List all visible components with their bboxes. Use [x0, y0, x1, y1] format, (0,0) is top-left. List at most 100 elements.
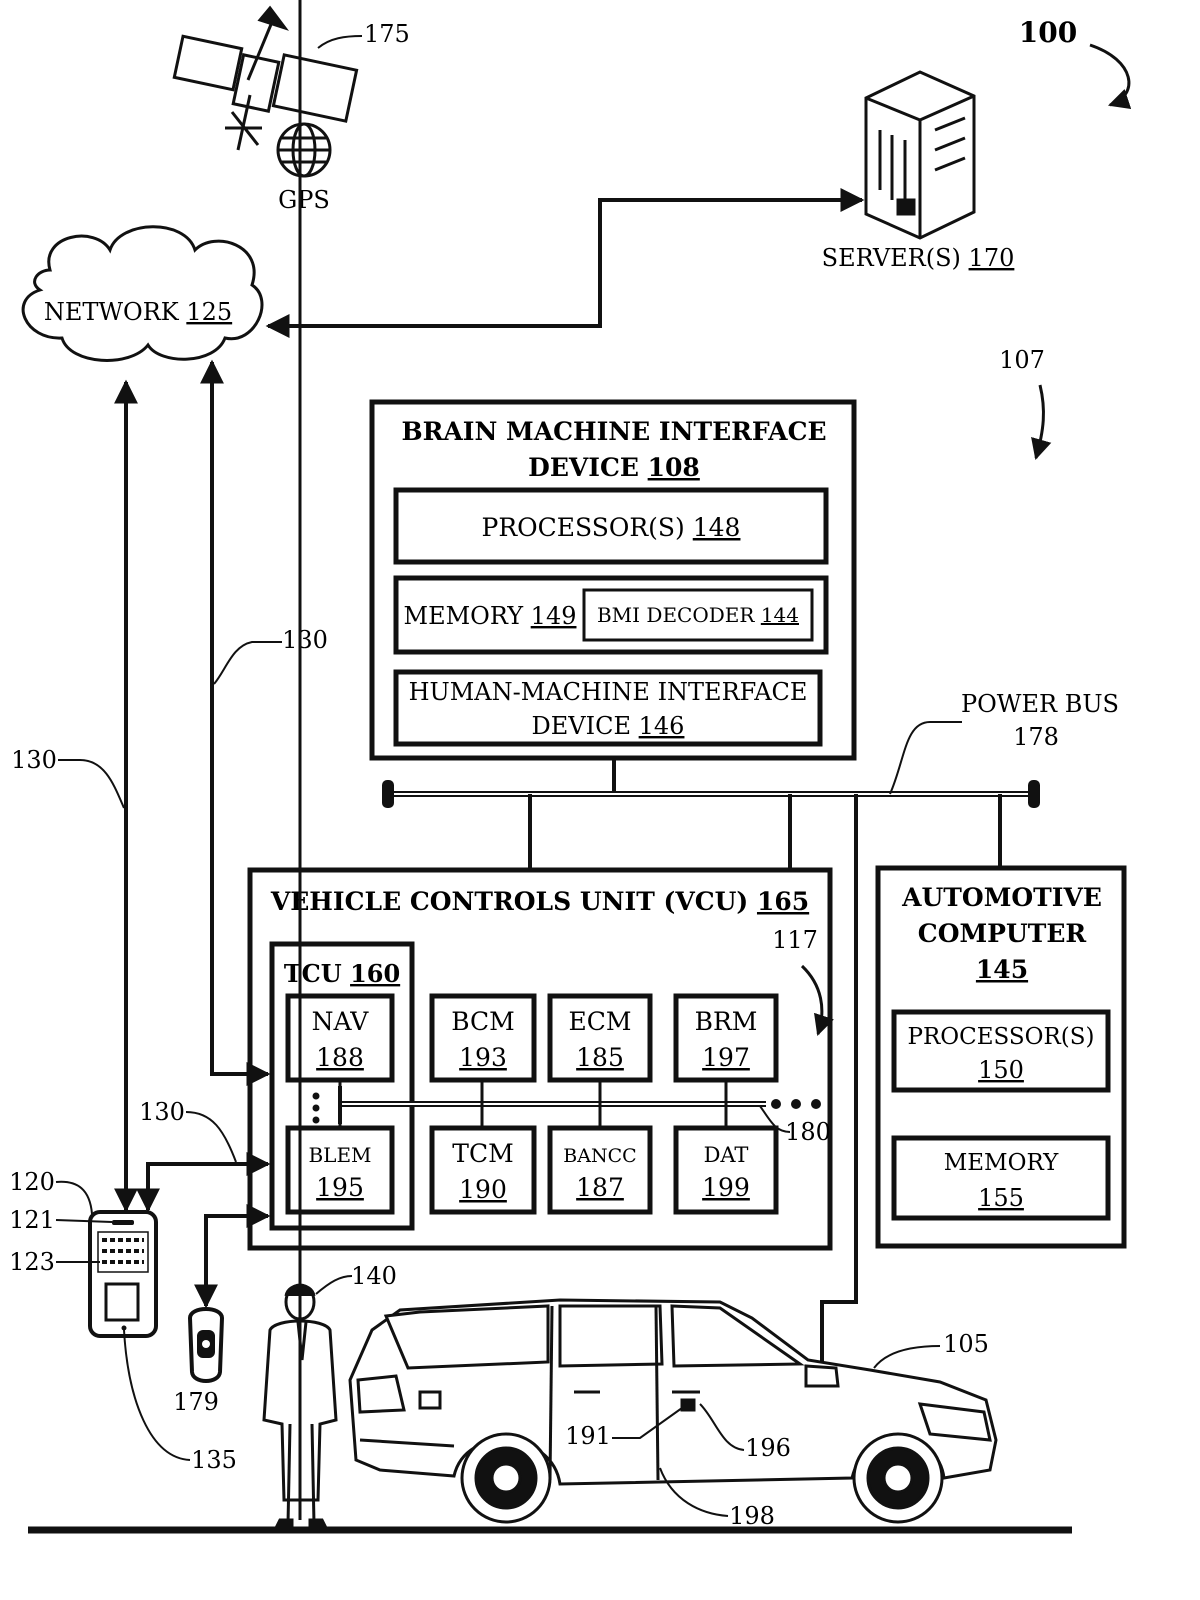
module-blem: BLEM 195 — [288, 1128, 392, 1212]
power-bus-label: POWER BUS — [961, 690, 1119, 718]
bmi-decoder-ref: 144 — [761, 603, 799, 627]
bmi-memory-ref: 149 — [531, 602, 577, 630]
ref-123: 123 — [9, 1248, 55, 1276]
server-icon — [866, 72, 974, 238]
network-cloud — [23, 227, 262, 361]
auto-memory-text: MEMORY — [944, 1150, 1059, 1176]
bmi-decoder-label: BMI DECODER 144 — [597, 603, 799, 627]
ref-120: 120 — [9, 1168, 55, 1196]
leader-140 — [316, 1276, 352, 1294]
ref-130-b: 130 — [11, 746, 57, 774]
module-tcm: TCM 190 — [432, 1128, 534, 1212]
bmi-processor-ref: 148 — [693, 513, 741, 542]
leader-130-b — [58, 760, 124, 808]
bus-dot — [791, 1099, 801, 1109]
module-ref: 193 — [459, 1043, 507, 1072]
bmi-memory-label: MEMORY 149 — [404, 602, 577, 630]
module-ref: 197 — [702, 1043, 750, 1072]
bmi-title-text: DEVICE — [528, 453, 647, 482]
tcu-text: TCU — [284, 959, 350, 988]
bmi-title-line1: BRAIN MACHINE INTERFACE — [401, 417, 826, 446]
bmi-title-line2: DEVICE 108 — [528, 453, 700, 482]
module-ref: 187 — [576, 1173, 624, 1202]
gps-label: GPS — [278, 186, 330, 214]
module-name: TCM — [452, 1139, 513, 1168]
bus-dot — [811, 1099, 821, 1109]
mobile-device-icon — [90, 1212, 156, 1336]
ref-135: 135 — [191, 1446, 237, 1474]
vcu-title-text: VEHICLE CONTROLS UNIT (VCU) — [270, 887, 757, 916]
module-ref: 199 — [702, 1173, 750, 1202]
ref-140: 140 — [351, 1262, 397, 1290]
bus-dot — [771, 1099, 781, 1109]
ref-196: 196 — [745, 1434, 791, 1462]
module-name: DAT — [704, 1143, 749, 1167]
ref-130-a: 130 — [282, 626, 328, 654]
auto-memory-ref: 155 — [978, 1184, 1024, 1212]
ref-179: 179 — [173, 1388, 219, 1416]
ref-175: 175 — [364, 20, 410, 48]
server-ref: 170 — [969, 244, 1015, 272]
module-ecm: ECM 185 — [550, 996, 650, 1080]
tcu-ref: 160 — [350, 959, 400, 988]
server-label-text: SERVER(S) — [822, 244, 969, 272]
module-name: NAV — [312, 1007, 370, 1036]
figure-arrow — [1090, 45, 1129, 105]
network-label-text: NETWORK — [44, 298, 187, 326]
leader-175 — [318, 36, 362, 48]
auto-computer-ref: 145 — [976, 955, 1028, 984]
user-figure-icon — [264, 0, 336, 1528]
module-ref: 190 — [459, 1175, 507, 1204]
globe-icon — [278, 124, 330, 176]
module-name: BRM — [695, 1007, 758, 1036]
network-server-link — [268, 200, 862, 326]
vehicle-icon — [350, 1300, 996, 1522]
module-dat: DAT 199 — [676, 1128, 776, 1212]
hmi-line1: HUMAN-MACHINE INTERFACE — [409, 678, 808, 706]
network-ref: 125 — [186, 298, 232, 326]
bus-cap-right — [1028, 780, 1040, 808]
hmi-ref: 146 — [639, 712, 685, 740]
vcu-title: VEHICLE CONTROLS UNIT (VCU) 165 — [270, 887, 809, 916]
module-name: BANCC — [563, 1145, 636, 1167]
module-brm: BRM 197 — [676, 996, 776, 1080]
ref-198: 198 — [729, 1502, 775, 1530]
hmi-line2: DEVICE 146 — [532, 712, 685, 740]
vcu-ref: 165 — [757, 887, 809, 916]
auto-processor-ref: 150 — [978, 1056, 1024, 1084]
bmi-decoder-text: BMI DECODER — [597, 603, 761, 627]
arrow-107 — [1036, 385, 1043, 458]
leader-178 — [890, 722, 962, 794]
leader-120 — [56, 1182, 92, 1214]
power-bus-ref: 178 — [1013, 723, 1059, 751]
ref-180: 180 — [785, 1118, 831, 1146]
module-name: BCM — [451, 1007, 515, 1036]
leader-130-a — [214, 642, 282, 684]
module-bancc: BANCC 187 — [550, 1128, 650, 1212]
module-nav: NAV 188 — [288, 996, 392, 1080]
key-fob-icon — [190, 1309, 222, 1381]
ellipsis-dot — [313, 1093, 320, 1100]
auto-computer-line1: AUTOMOTIVE — [901, 883, 1102, 912]
ellipsis-dot — [313, 1117, 320, 1124]
ref-121: 121 — [9, 1206, 55, 1234]
leader-130-c — [186, 1112, 236, 1162]
ellipsis-dot — [313, 1105, 320, 1112]
module-name: ECM — [569, 1007, 632, 1036]
ref-130-c: 130 — [139, 1098, 185, 1126]
network-label: NETWORK 125 — [44, 298, 232, 326]
auto-processor-text: PROCESSOR(S) — [907, 1024, 1094, 1050]
satellite-icon — [174, 8, 356, 150]
module-ref: 188 — [316, 1043, 364, 1072]
server-label: SERVER(S) 170 — [822, 244, 1015, 272]
module-name: BLEM — [308, 1143, 371, 1167]
bus-cap-left — [382, 780, 394, 808]
module-bcm: BCM 193 — [432, 996, 534, 1080]
bmi-memory-text: MEMORY — [404, 602, 531, 630]
module-ref: 195 — [316, 1173, 364, 1202]
ref-117: 117 — [772, 926, 818, 954]
ref-107: 107 — [999, 346, 1045, 374]
bmi-ref: 108 — [648, 453, 700, 482]
